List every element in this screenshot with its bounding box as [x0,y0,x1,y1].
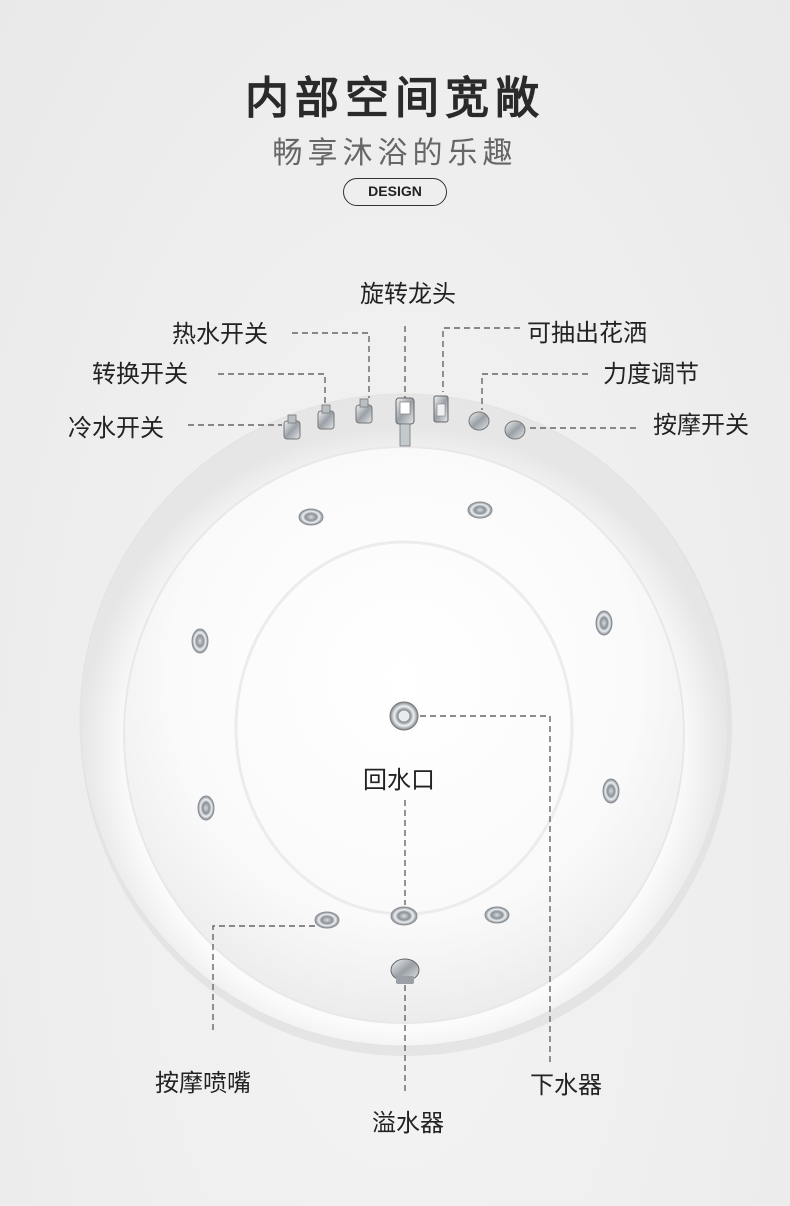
massage-jets [191,501,620,929]
massage-jet [595,610,613,636]
intensity-control-knob[interactable] [468,411,490,431]
massage-jet [602,778,620,804]
label-intensity-control: 力度调节 [603,360,699,388]
massage-jet [390,906,418,926]
hot-water-valve[interactable] [355,398,373,424]
massage-jet [484,906,510,924]
massage-jet [197,795,215,821]
label-drain: 下水器 [530,1071,602,1099]
diverter-valve[interactable] [317,404,335,430]
label-diverter-switch: 转换开关 [92,360,188,388]
rotating-faucet-fixture[interactable] [395,397,415,447]
massage-jet [191,628,209,654]
cold-water-valve[interactable] [283,414,301,440]
label-pull-out-shower: 可抽出花洒 [527,319,647,347]
label-massage-nozzle: 按摩喷嘴 [155,1069,251,1097]
label-rotating-faucet: 旋转龙头 [360,280,456,308]
return-water-port [389,701,419,731]
massage-jet [298,508,324,526]
massage-jet [467,501,493,519]
leader-lines [188,326,636,1092]
label-return-water-port: 回水口 [363,766,435,794]
label-massage-switch: 按摩开关 [653,411,749,439]
massage-switch-button[interactable] [504,420,526,440]
tub-basin [123,446,685,1024]
label-overflow: 溢水器 [372,1109,444,1137]
label-cold-water-switch: 冷水开关 [68,414,164,442]
design-badge: DESIGN [343,178,447,206]
page-subtitle: 畅享沐浴的乐趣 [272,136,518,171]
page-title: 内部空间宽敞 [245,73,545,124]
overflow-fitting [390,958,420,984]
label-hot-water-switch: 热水开关 [172,320,268,348]
pull-out-shower-fixture[interactable] [433,395,449,423]
massage-jet [314,911,340,929]
